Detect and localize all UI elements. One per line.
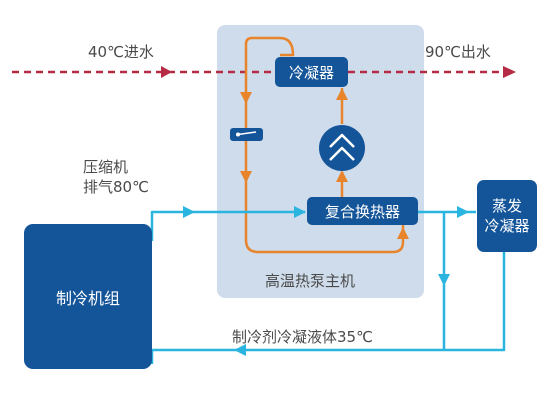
- expansion-valve-icon: [230, 128, 263, 141]
- compressor-exhaust-line2: 排气80℃: [83, 178, 149, 196]
- loop-arrow-down-2: [240, 171, 252, 183]
- inlet-label: 40℃进水: [88, 43, 154, 61]
- refrigerant-arrow-1: [183, 206, 195, 218]
- refrigerant-arrow-5: [234, 344, 246, 356]
- evaporative-condenser-line1: 蒸发: [491, 197, 522, 215]
- refrigerant-label: 制冷剂冷凝液体35℃: [232, 328, 373, 346]
- compressor-icon: [319, 125, 365, 171]
- composite-exchanger-node: 复合换热器: [307, 197, 418, 225]
- condenser-node: 冷凝器: [275, 57, 348, 87]
- condenser-label: 冷凝器: [288, 63, 334, 82]
- evaporative-condenser-line2: 冷凝器: [484, 217, 530, 235]
- compressor-exhaust-line1: 压缩机: [83, 158, 129, 176]
- heat-pump-host-label: 高温热泵主机: [265, 272, 356, 290]
- refrigerant-arrow-3: [457, 206, 469, 218]
- composite-exchanger-label: 复合换热器: [324, 202, 400, 221]
- compressor-exhaust-label: 压缩机 排气80℃: [83, 157, 149, 197]
- refrigeration-unit-label: 制冷机组: [55, 288, 120, 308]
- refrigeration-unit-node: 制冷机组: [24, 224, 152, 369]
- refrigerant-arrow-2: [294, 206, 306, 218]
- outlet-label: 90℃出水: [425, 43, 491, 61]
- loop-arrow-up-1: [336, 170, 348, 182]
- loop-arrow-up-3: [397, 227, 409, 239]
- loop-arrow-up-2: [336, 88, 348, 100]
- water-arrow-outlet: [503, 66, 516, 78]
- refrigerant-arrow-4: [438, 274, 450, 286]
- evaporative-condenser-node: 蒸发 冷凝器: [477, 180, 537, 252]
- loop-arrow-down-1: [240, 92, 252, 104]
- water-arrow-inlet: [161, 66, 172, 78]
